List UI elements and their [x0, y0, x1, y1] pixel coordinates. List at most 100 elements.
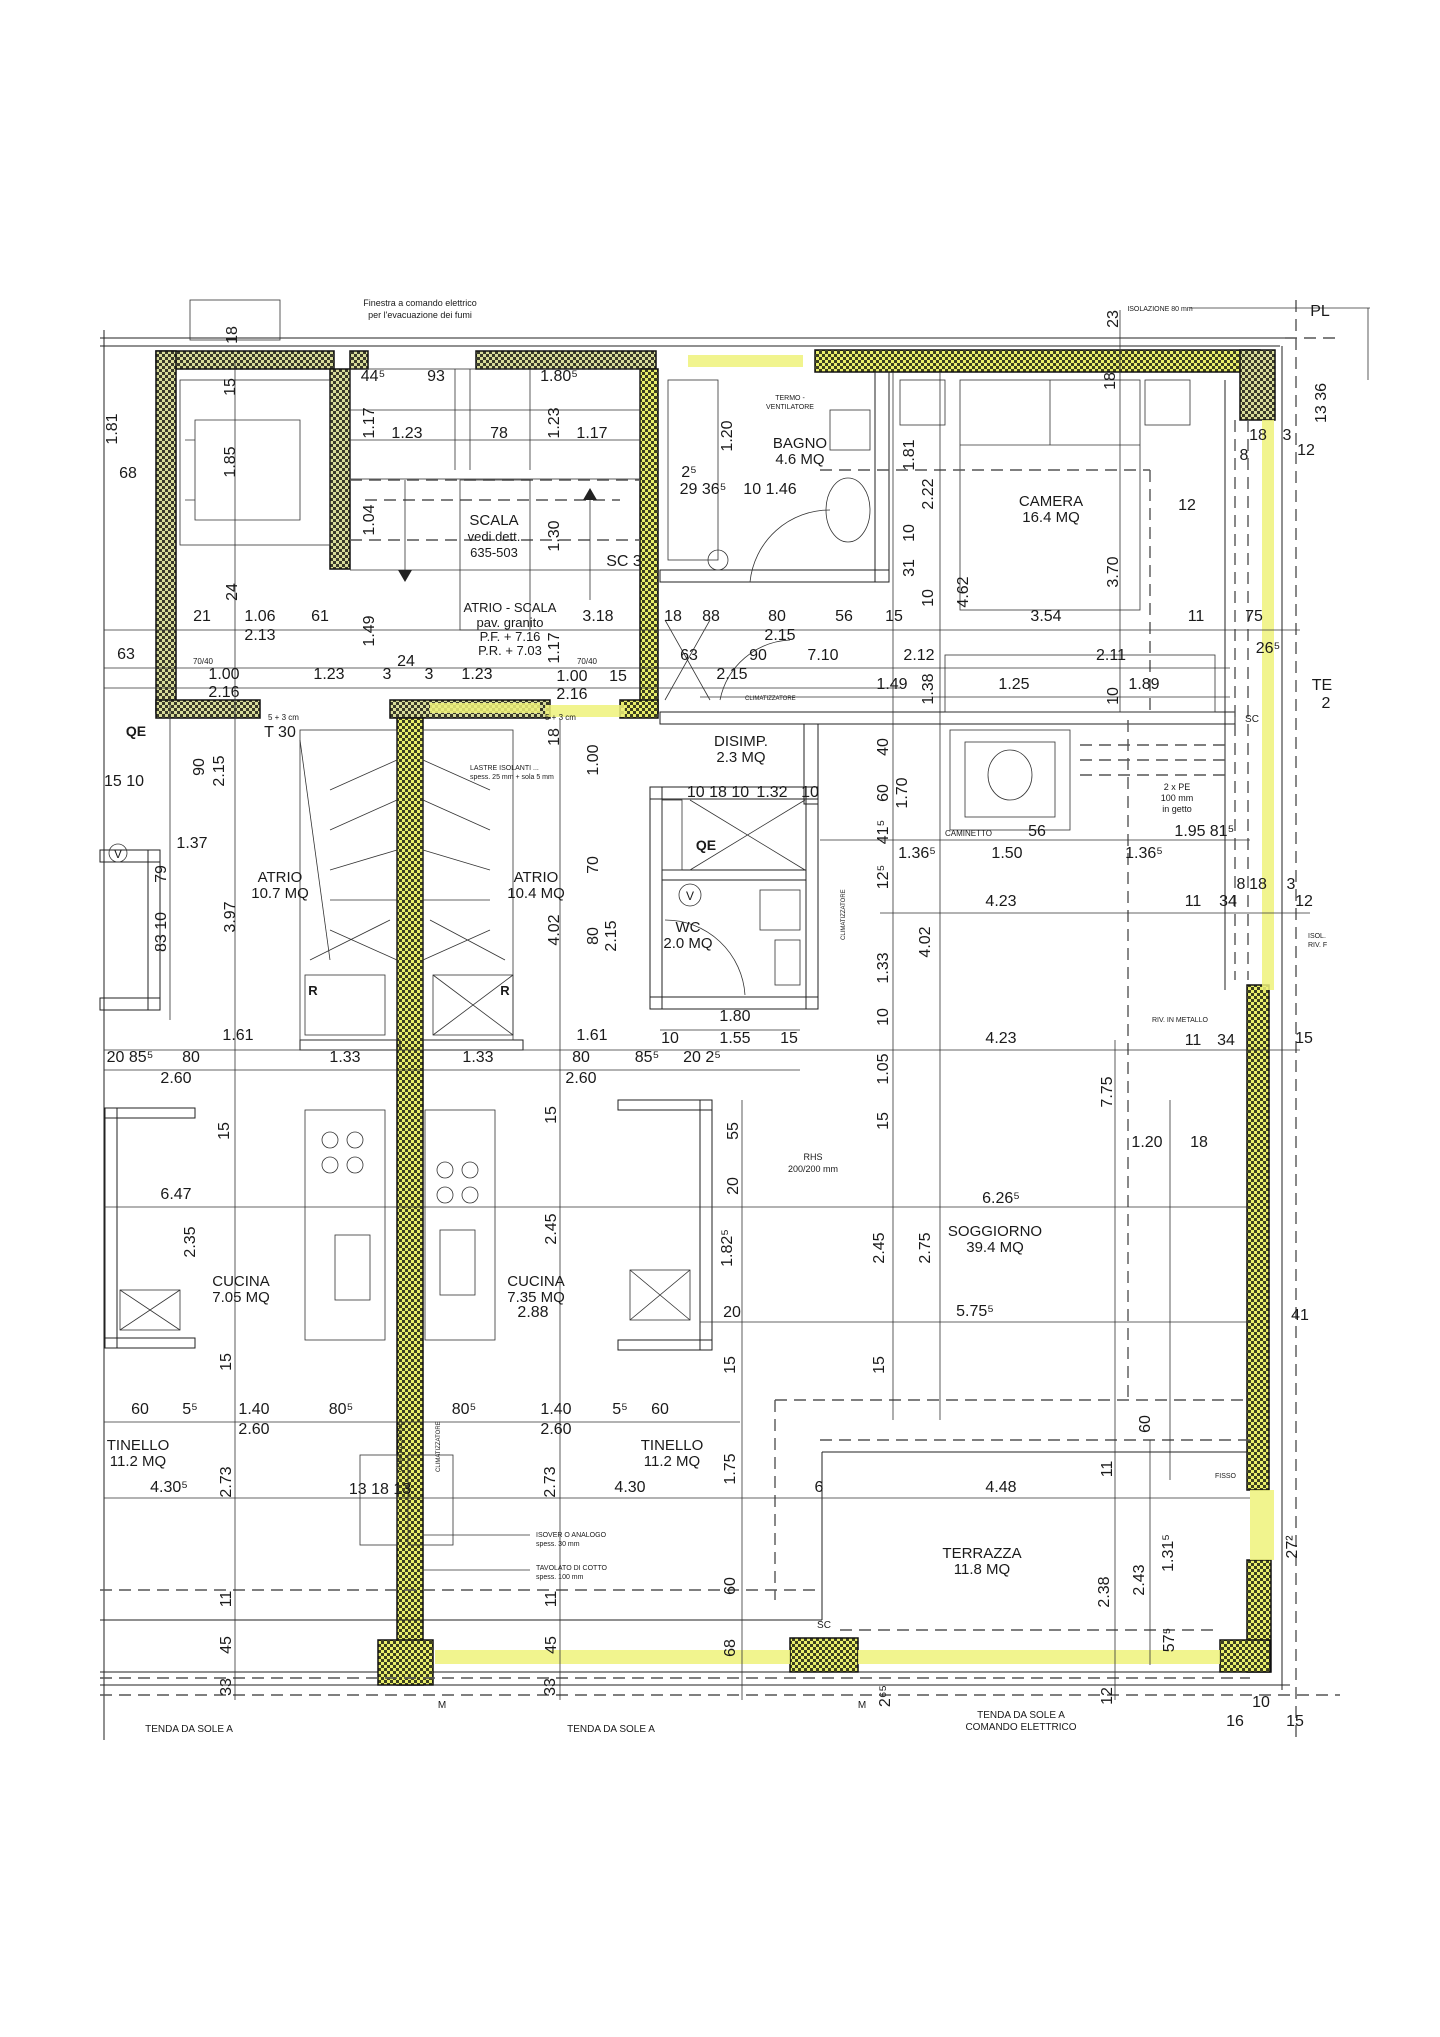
pe-note-2: 100 mm — [1161, 793, 1194, 803]
dimension-label: 27² — [1284, 1535, 1301, 1559]
dimension-label: 18 — [546, 728, 563, 746]
room-tinello-right-area: 11.2 MQ — [644, 1453, 700, 1470]
qe-label-wc: QE — [696, 837, 716, 853]
dimension-label: 6.26⁵ — [982, 1190, 1020, 1207]
dimension-label: 2.45 — [871, 1232, 888, 1263]
dimension-label: 1.61 — [222, 1027, 253, 1044]
riv-metallo-note: RIV. IN METALLO — [1152, 1017, 1209, 1024]
dimension-label: 1.05 — [875, 1053, 892, 1084]
room-tinello-right-name: TINELLO — [641, 1437, 704, 1454]
dimension-label: 11 — [1185, 1032, 1202, 1049]
isol-note-1: ISOL. — [1308, 933, 1326, 940]
dimension-label: 1.50 — [991, 845, 1022, 862]
dimension-label: 15 — [875, 1112, 892, 1130]
dimension-label: 13 36 — [1313, 383, 1330, 423]
room-camera-area: 16.4 MQ — [1022, 509, 1080, 526]
dimension-label: 24 — [397, 653, 415, 670]
dimension-label: 2.60 — [160, 1070, 191, 1087]
dimension-label: 3 — [383, 666, 392, 683]
dimension-label: 75 — [1245, 608, 1263, 625]
window-type-left: 70/40 — [193, 657, 214, 666]
dimension-label: 78 — [490, 425, 508, 442]
termo-note-1: TERMO - — [775, 395, 805, 402]
dimension-label: 4.30⁵ — [150, 1479, 188, 1496]
dimension-label: 3 — [1287, 876, 1296, 893]
smoke-window-note-2: per l'evacuazione dei fumi — [368, 310, 472, 320]
dimension-label: 2.16 — [556, 686, 587, 703]
dimension-label: 15 — [871, 1356, 888, 1374]
room-terrazza-name: TERRAZZA — [942, 1545, 1021, 1562]
isover-note-2: spess. 30 mm — [536, 1541, 580, 1548]
lastre-note-2: spess. 25 mm + sola 5 mm — [470, 774, 554, 781]
dimension-label: 1.81 — [901, 439, 918, 470]
dimension-label: 15 — [885, 608, 903, 625]
dimension-label: 40 — [875, 738, 892, 756]
dimension-label: 2.60 — [565, 1070, 596, 1087]
dimension-label: 29 36⁵ — [680, 481, 727, 498]
dimension-label: 13 18 13 — [349, 1481, 411, 1498]
dimension-label: 31 — [901, 559, 918, 577]
dimension-label: 10 — [920, 589, 937, 607]
rhs-note-1: RHS — [803, 1152, 822, 1162]
dimension-label: 15 — [780, 1030, 798, 1047]
dimension-label: 1.38 — [920, 673, 937, 704]
dimension-label: 4.30 — [614, 1479, 645, 1496]
dimension-label: 2.88 — [517, 1304, 548, 1321]
spiral-stair-right — [422, 729, 514, 1041]
dimension-label: 85⁵ — [635, 1049, 659, 1066]
room-wc-name: WC — [676, 919, 701, 936]
dimension-label: 18 — [224, 326, 241, 344]
window-type-right: 70/40 — [577, 657, 598, 666]
dimension-label: 2.73 — [542, 1466, 559, 1497]
dimension-lines — [104, 307, 1370, 1700]
room-bagno-name: BAGNO — [773, 435, 827, 452]
awning-label-1: TENDA DA SOLE A — [145, 1724, 233, 1735]
room-atrio-scala-3: P.F. + 7.16 — [480, 629, 541, 644]
room-atrio-left-area: 10.7 MQ — [251, 885, 309, 902]
dimension-label: 45 — [543, 1636, 560, 1654]
dimension-label: 2.45 — [543, 1213, 560, 1244]
tavolato-note-2: spess. 100 mm — [536, 1574, 584, 1581]
dimension-label: 20 85⁵ — [107, 1049, 154, 1066]
interior-details — [100, 368, 1250, 1679]
dimension-label: 34 — [1217, 1032, 1235, 1049]
room-bagno-area: 4.6 MQ — [775, 451, 824, 468]
yellow-highlights — [430, 355, 1274, 1664]
room-atrio-left-name: ATRIO — [258, 869, 303, 886]
dimension-label: 44⁵ — [361, 368, 385, 385]
dimension-label: 12 — [1099, 1687, 1116, 1705]
dimension-label: 2.15 — [716, 666, 747, 683]
joint-label-left: 5 + 3 cm — [268, 713, 299, 722]
dimension-label: 4.02 — [546, 914, 563, 945]
dimension-label: 11 — [1185, 893, 1202, 910]
dimension-label: 12 — [1178, 497, 1196, 514]
room-atrio-scala-2: pav. granito — [477, 615, 544, 630]
ventilation-symbol-wc: V — [686, 889, 694, 903]
room-atrio-right-area: 10.4 MQ — [507, 885, 565, 902]
dimension-label: 15 — [722, 1356, 739, 1374]
dimension-label: 1.23 — [391, 425, 422, 442]
dimension-label: 23 — [1105, 310, 1122, 328]
dimension-label: 2.13 — [244, 627, 275, 644]
dimension-label: 4.62 — [955, 576, 972, 607]
room-cucina-right-area: 7.35 MQ — [507, 1289, 565, 1306]
m-label-1: M — [438, 1700, 446, 1711]
dimension-label: 60 — [651, 1401, 669, 1418]
isol-note-2: RIV. F — [1308, 942, 1327, 949]
dimension-label: 3 — [1283, 427, 1292, 444]
dimension-label: 1.85 — [222, 446, 239, 477]
termo-note-2: VENTILATORE — [766, 404, 814, 411]
dimension-label: 6.47 — [160, 1186, 191, 1203]
dimension-label: 15 10 — [104, 773, 144, 790]
dimension-label: 7.75 — [1099, 1076, 1116, 1107]
dimension-label: 2.73 — [218, 1466, 235, 1497]
dimension-label: 4.48 — [985, 1479, 1016, 1496]
dimension-label: 15 — [609, 668, 627, 685]
r-label-left: R — [308, 983, 318, 998]
dimension-label: 3 — [425, 666, 434, 683]
m-label-2: M — [858, 1700, 866, 1711]
dimension-label: 1.04 — [361, 504, 378, 535]
dimension-label: 1.40 — [540, 1401, 571, 1418]
dimension-label: 12 — [1295, 893, 1313, 910]
